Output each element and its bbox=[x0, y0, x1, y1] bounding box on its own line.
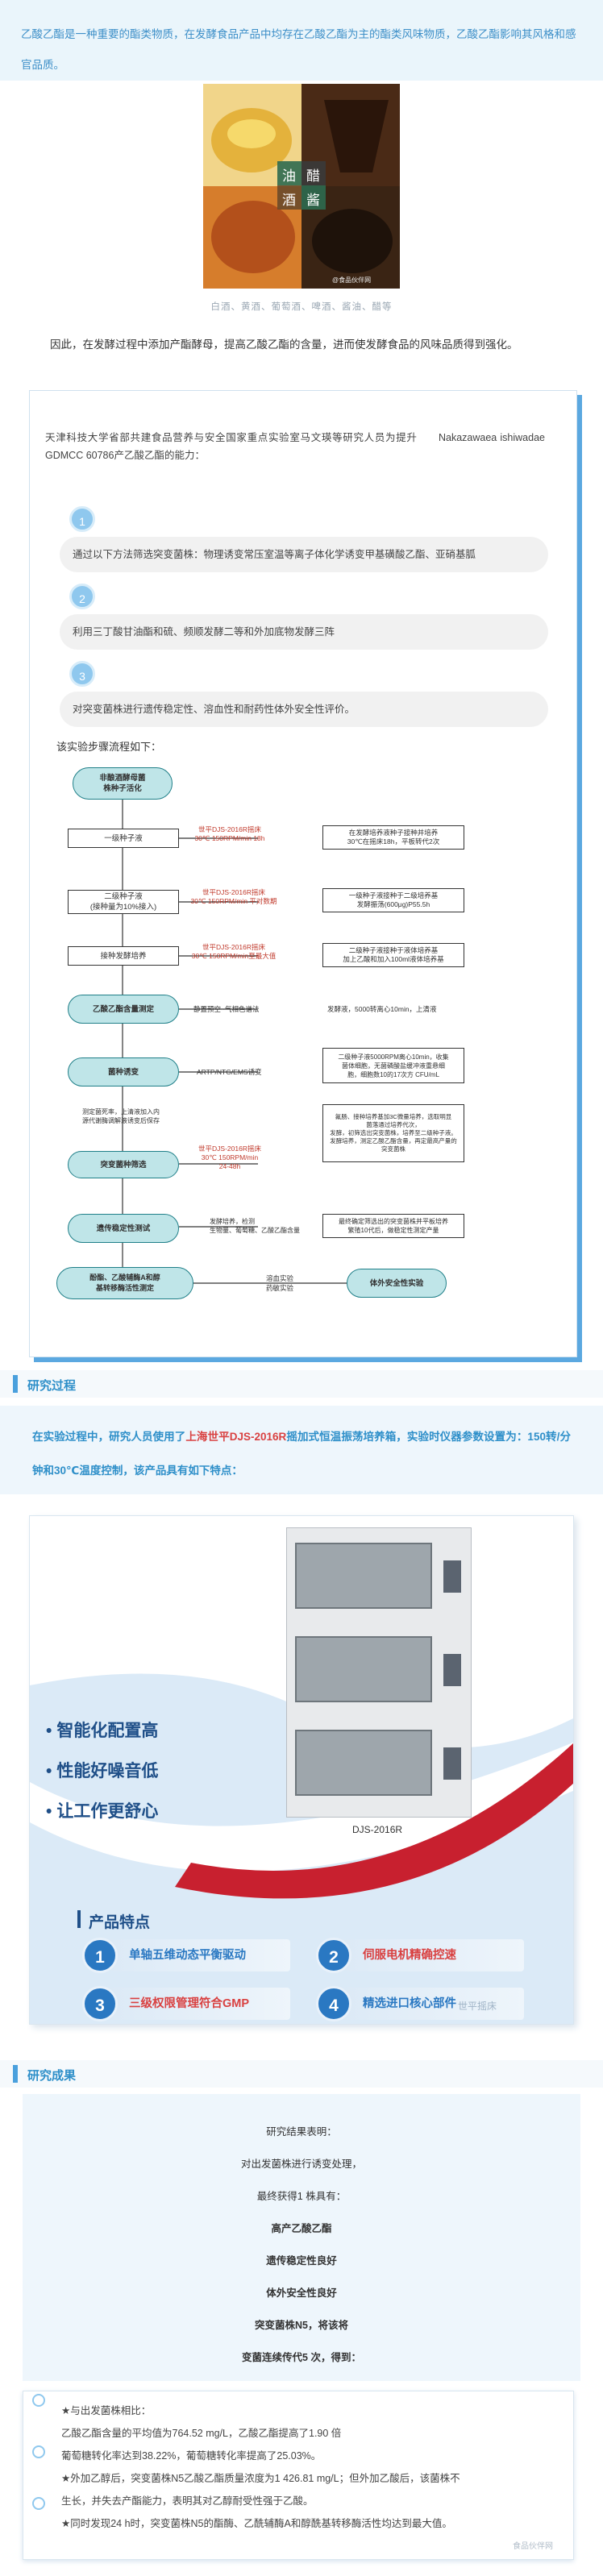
flowchart: 非酿酒酵母菌 株种子活化 一级种子液 二级种子液 (接种量为10%接入) 接种发… bbox=[56, 761, 548, 1341]
flow-detail: 一级种子液接种于二级培养基 发酵振荡(600μg)P55.5h bbox=[322, 888, 464, 912]
intro-banner: 乙酸乙酯是一种重要的酯类物质，在发酵食品产品中均存在乙酸乙酯为主的酯类风味物质，… bbox=[0, 0, 603, 81]
research-intro: 天津科技大学省部共建食品营养与安全国家重点实验室马文瑛等研究人员为提升 Naka… bbox=[45, 432, 555, 461]
food-photo-collage: 油 醋 酒 酱 @食品伙伴网 bbox=[203, 84, 400, 289]
summary-line: 生长，并失去产酯能力，表明其对乙醇耐受性强于乙酸。 bbox=[61, 2495, 314, 2507]
experiment-text: 在实验过程中，研究人员使用了上海世平DJS-2016R摇加式恒温振荡培养箱，实验… bbox=[0, 1406, 603, 1494]
result-line: 突变菌株N5，将该将 bbox=[255, 2320, 348, 2331]
flow-safety: 体外安全性实验 bbox=[347, 1269, 447, 1298]
photo-caption: 白酒、黄酒、葡萄酒、啤酒、酱油、醋等 bbox=[210, 302, 393, 312]
feature-item: •让工作更舒心 bbox=[46, 1802, 159, 1821]
flow-detail: 在发酵培养液种子接种并培养 30℃在摇床18h，平板转代2次 bbox=[322, 825, 464, 850]
product-watermark: 世平摇床 bbox=[458, 2001, 497, 2012]
experiment-model: 上海世平DJS-2016R bbox=[185, 1431, 287, 1443]
logo-watermark: 食品伙伴网 bbox=[513, 2542, 553, 2551]
summary-line: ★与出发菌株相比： bbox=[61, 2405, 152, 2416]
flow-ester-test: 乙酸乙酯含量测定 bbox=[68, 995, 179, 1024]
summary-dot bbox=[32, 2445, 45, 2458]
flow-start: 非酿酒酵母菌 株种子活化 bbox=[73, 767, 173, 800]
flow-note: 世平DJS-2016R摇床 30℃ 150RPM/min至最大值 bbox=[191, 943, 277, 960]
summary-line: 乙酸乙酯含量的平均值为764.52 mg/L，乙酸乙酯提高了1.90 倍 bbox=[61, 2428, 342, 2439]
result-line: 对出发菌株进行诱变处理， bbox=[240, 2158, 362, 2170]
photo-watermark: @食品伙伴网 bbox=[332, 276, 372, 284]
flow-node-ferment: 接种发酵培养 bbox=[68, 946, 179, 966]
label-vinegar: 醋 bbox=[306, 168, 320, 184]
experiment-pre: 在实验过程中，研究人员使用了 bbox=[32, 1431, 186, 1443]
flow-mutation: 菌种诱变 bbox=[68, 1057, 179, 1086]
flow-screen: 突变菌种筛选 bbox=[68, 1151, 179, 1178]
flow-note: 世平DJS-2016R摇床 30℃ 150RPM/min 24-48h bbox=[198, 1145, 261, 1170]
summary-line: 葡萄糖转化率达到38.22%，葡萄糖转化率提高了25.03%。 bbox=[61, 2450, 322, 2462]
result-line: 研究结果表明： bbox=[266, 2126, 337, 2138]
summary-card bbox=[23, 2391, 574, 2560]
section-header-results: 研究成果 bbox=[0, 2060, 603, 2088]
summary-line: ★同时发现24 h时，突变菌株N5的酯酶、乙酰辅酶A和醇酰基转移酶活性均达到最大… bbox=[61, 2518, 452, 2529]
flow-connectors bbox=[122, 800, 347, 1284]
result-line: 高产乙酸乙酯 bbox=[271, 2223, 332, 2234]
section-header-process: 研究过程 bbox=[0, 1370, 603, 1398]
flow-note: 测定菌死率，上清液加入内 源代谢酶调解液诱变后保存 bbox=[82, 1108, 160, 1124]
section-title: 研究成果 bbox=[27, 2069, 77, 2083]
result-line: 遗传稳定性良好 bbox=[266, 2255, 337, 2266]
flow-detail: 二级种子液5000RPM离心10min，收集 菌体细胞，无菌磷酸盐缓冲液重悬细 … bbox=[322, 1048, 464, 1083]
summary-dot bbox=[32, 2394, 45, 2407]
flow-detail: 氟肠、接种培养基加3C微量培养，选取明显 菌落通过培养代次， 发酵，初筛选出突变… bbox=[322, 1104, 464, 1162]
section-title: 研究过程 bbox=[27, 1379, 77, 1393]
flow-enzyme: 酚酯、乙酸辅酶A和醇 基转移酶活性测定 bbox=[56, 1267, 193, 1299]
flow-note: 世平DJS-2016R摇床 30℃ 150RPM/min 平对数期 bbox=[190, 888, 277, 905]
experiment-post: 摇加式恒温振荡培养箱，实验时仪器参数设置为：150转/分钟和30℃温度控制，该产… bbox=[32, 1431, 571, 1477]
flow-detail: 发酵液，5000转离心10min，上清液 bbox=[327, 1005, 437, 1013]
conclusion-line: 因此，在发酵过程中添加产酯酵母，提高乙酸乙酯的含量，进而使发酵食品的风味品质得到… bbox=[50, 335, 518, 351]
shaker-image bbox=[286, 1527, 472, 1818]
conclusion-post: 进而使发酵食品的风味品质得到强化。 bbox=[333, 339, 518, 351]
label-wine: 酒 bbox=[282, 193, 296, 208]
flow-note: ARTP/NTG/EMS诱变 bbox=[197, 1068, 262, 1076]
conclusion-pre: 因此，在发酵过程中添加产酯酵母，提高乙酸乙酯的含量， bbox=[50, 339, 333, 351]
result-line: 体外安全性良好 bbox=[266, 2287, 337, 2299]
summary-dot bbox=[32, 2497, 45, 2510]
feature-item: •智能化配置高 bbox=[46, 1722, 159, 1740]
step-number: 2 bbox=[69, 584, 95, 609]
step-number: 3 bbox=[69, 661, 95, 687]
results-box bbox=[23, 2094, 580, 2381]
intro-text: 乙酸乙酯是一种重要的酯类物质，在发酵食品产品中均存在乙酸乙酯为主的酯类风味物质，… bbox=[21, 28, 576, 71]
flow-detail: 最终确定筛选出的突变菌株并平板培养 繁殖10代后，做稳定性测定产量 bbox=[322, 1214, 464, 1238]
flow-node-seed1: 一级种子液 bbox=[68, 829, 179, 848]
flow-title: 该实验步骤流程如下： bbox=[56, 741, 162, 753]
flow-node-seed2: 二级种子液 (接种量为10%接入) bbox=[68, 890, 179, 914]
flow-detail: 二级种子液接种于液体培养基 加上乙酸和加入100ml液体培养基 bbox=[322, 943, 464, 967]
tag-bar bbox=[77, 1910, 81, 1928]
step-text: 通过以下方法筛选突变菌株：物理诱变常压室温等离子体化学诱变甲基磺酸乙酯、亚硝基胍 bbox=[60, 537, 548, 572]
flow-genetic: 遗传稳定性测试 bbox=[68, 1214, 179, 1243]
product-tag: 产品特点 bbox=[89, 1914, 151, 1931]
feature-item: •性能好噪音低 bbox=[46, 1762, 159, 1780]
result-line: 变菌连续传代5 次，得到： bbox=[242, 2352, 361, 2363]
flow-note: 静置预空~气相色谱法 bbox=[193, 1005, 260, 1013]
flow-note: 发酵培养，检测 生物量、葡萄糖、乙酸乙酯含量 bbox=[210, 1218, 300, 1234]
summary-line: ★外加乙醇后，突变菌株N5乙酸乙酯质量浓度为1 426.81 mg/L；但外加乙… bbox=[61, 2473, 460, 2484]
model-label: DJS-2016R bbox=[352, 1824, 403, 1835]
result-line: 最终获得1 株具有： bbox=[256, 2191, 347, 2202]
label-oil: 油 bbox=[282, 168, 296, 184]
step-number: 1 bbox=[69, 506, 95, 532]
step-text: 利用三丁酸甘油酯和硫、频顺发酵二等和外加底物发酵三阵 bbox=[60, 614, 548, 650]
step-text: 对突变菌株进行遗传稳定性、溶血性和耐药性体外安全性评价。 bbox=[60, 692, 548, 727]
label-sauce: 酱 bbox=[306, 193, 320, 208]
flow-note: 世平DJS-2016R摇床 30℃ 150RPM/min 18h bbox=[194, 825, 265, 842]
flow-note: 溶血实验 药敏实验 bbox=[266, 1274, 294, 1292]
